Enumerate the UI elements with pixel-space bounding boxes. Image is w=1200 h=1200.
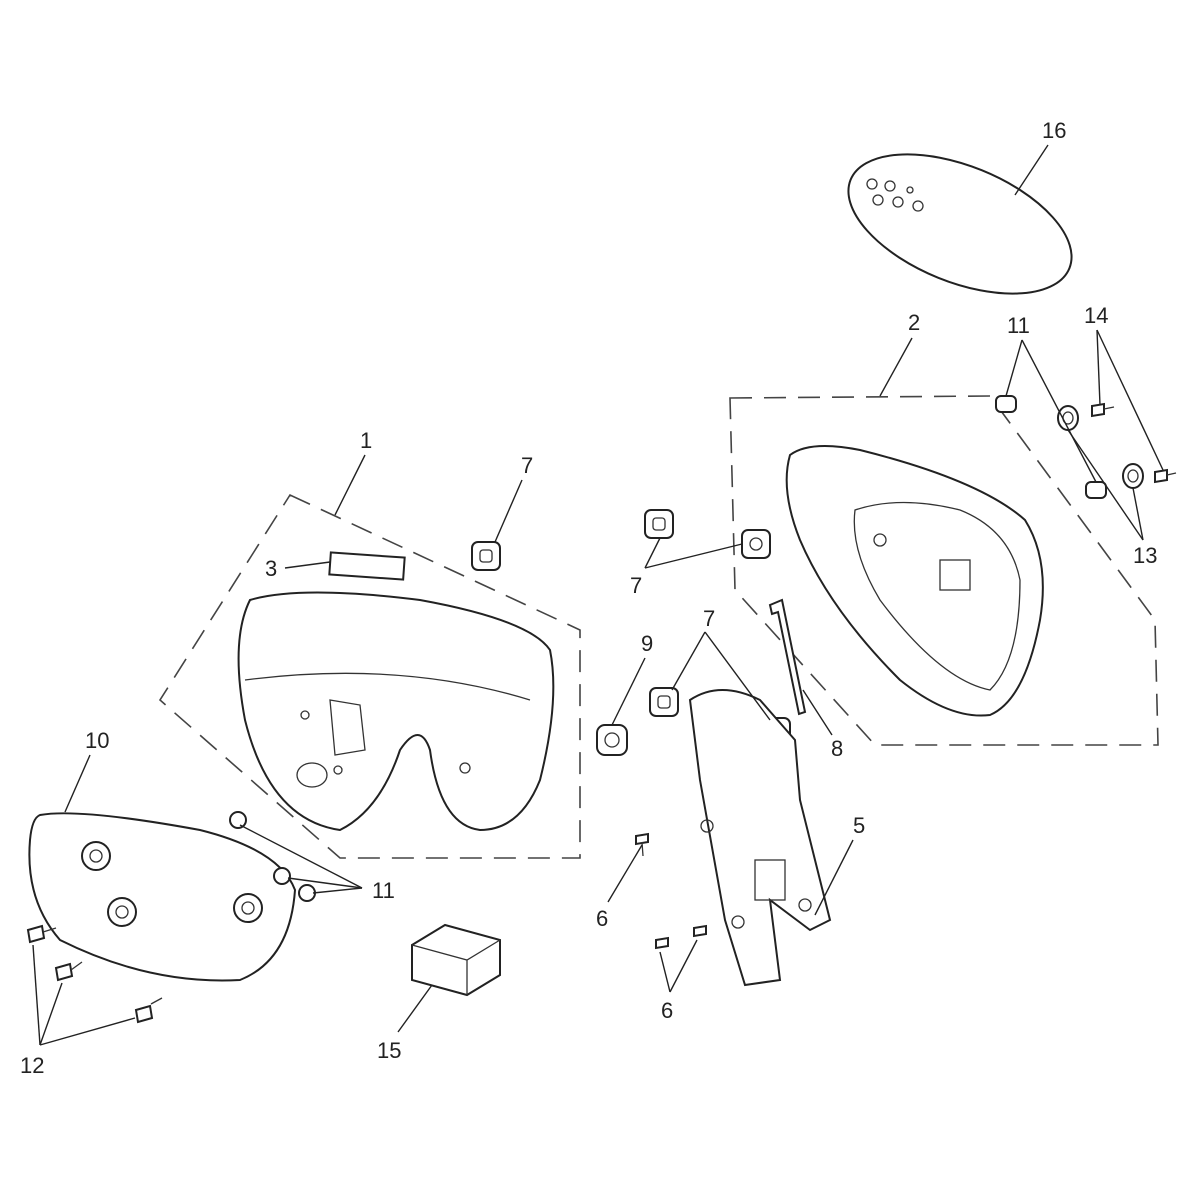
part-10-panel	[28, 812, 297, 982]
callout-9: 9	[641, 631, 653, 656]
callout-11: 11	[1007, 313, 1030, 338]
leader-lines	[32, 144, 1164, 1046]
part-2-housing	[785, 445, 1044, 717]
callout-5: 5	[853, 813, 865, 838]
callout-6: 6	[661, 998, 673, 1023]
part-12-screws	[26, 924, 163, 1024]
callout-15: 15	[377, 1038, 401, 1063]
callout-7: 7	[703, 606, 715, 631]
part-11-grommets-left	[229, 811, 316, 902]
callout-13: 13	[1133, 543, 1157, 568]
part-11-grommets-right	[995, 395, 1107, 499]
part-3-label	[328, 551, 406, 581]
part-1-cover	[237, 591, 555, 832]
callout-8: 8	[831, 736, 843, 761]
callout-12: 12	[20, 1053, 44, 1078]
assembly-2-outline	[729, 395, 1159, 746]
part-15-box	[411, 923, 501, 997]
part-5-bracket	[688, 689, 832, 987]
part-8-key	[768, 598, 807, 716]
part-9-grommet	[596, 724, 628, 756]
callout-2: 2	[908, 310, 920, 335]
part-6-screws	[635, 832, 707, 950]
callout-6: 6	[596, 906, 608, 931]
part-16-panel	[847, 153, 1073, 295]
callout-16: 16	[1042, 118, 1066, 143]
callout-10: 10	[85, 728, 109, 753]
callout-7: 7	[521, 453, 533, 478]
callout-11: 11	[372, 878, 395, 903]
assembly-1-outline	[158, 493, 581, 859]
callout-3: 3	[265, 556, 277, 581]
callout-1: 1	[360, 428, 372, 453]
callout-14: 14	[1084, 303, 1108, 328]
callout-7: 7	[630, 573, 642, 598]
part-13-washers	[1057, 405, 1144, 489]
